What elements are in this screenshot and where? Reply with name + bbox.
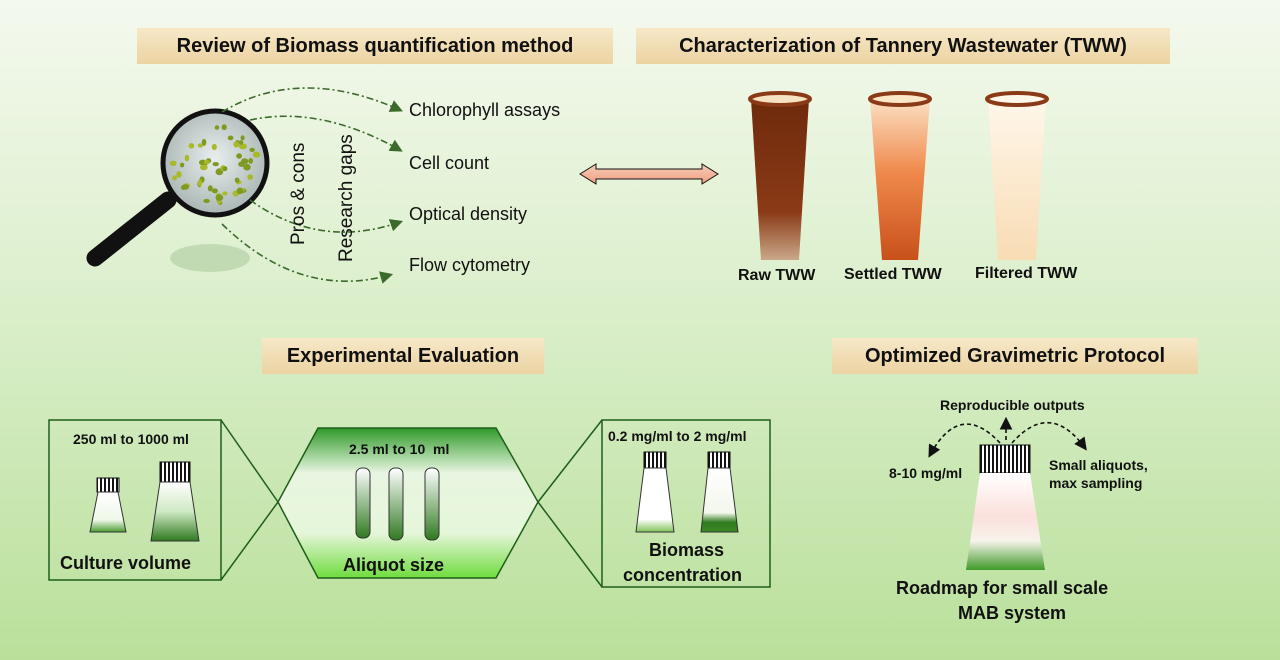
algae-dot	[203, 198, 210, 204]
algae-dot	[212, 162, 219, 167]
culture-volume-label: Culture volume	[60, 553, 192, 573]
arrow-left-curve	[928, 423, 1001, 458]
culture-volume-box	[48, 419, 222, 581]
algae-dot	[249, 147, 255, 152]
algae-dot	[180, 185, 186, 190]
algae-dot	[252, 151, 261, 158]
magnifier-icon	[86, 108, 270, 272]
max-sampling-label: max sampling	[1049, 475, 1143, 491]
algae-dot	[227, 135, 234, 141]
method-optical-density: Optical density	[409, 204, 528, 224]
low-biomass-flask-icon	[635, 451, 675, 533]
experimental-title: Experimental Evaluation	[262, 338, 544, 374]
arrow-cell-count	[249, 115, 403, 152]
reproducible-outputs-label: Reproducible outputs	[940, 397, 1085, 413]
research-gaps-label: Research gaps	[336, 134, 357, 262]
method-arrows	[221, 87, 404, 284]
concentration-label: concentration	[623, 565, 743, 585]
review-title: Review of Biomass quantification method	[137, 28, 613, 64]
arrow-optical-density	[249, 199, 404, 233]
raw-tww-label: Raw TWW	[738, 267, 816, 284]
algae-dot	[204, 160, 210, 165]
algae-dot	[234, 177, 240, 183]
algae-dot	[241, 158, 249, 165]
roadmap-label: Roadmap for small scale	[896, 578, 1109, 598]
mab-system-label: MAB system	[958, 603, 1067, 623]
aliquot-size-label: Aliquot size	[343, 555, 445, 575]
arrow-flow-cytometry	[221, 223, 394, 284]
concentration-target-label: 8-10 mg/ml	[889, 465, 963, 481]
settled-tww-cup	[868, 91, 932, 260]
aliquot-range: 2.5 ml to 10 ml	[349, 441, 450, 457]
method-cell-count: Cell count	[409, 153, 490, 173]
algae-dot	[207, 185, 213, 192]
algae-dot	[179, 162, 185, 168]
algae-dot	[169, 160, 177, 166]
pros-cons-label: Pros & cons	[288, 143, 309, 245]
algae-dot	[188, 143, 195, 149]
biomass-box	[601, 419, 771, 588]
algae-dot	[215, 194, 224, 202]
connector-lines	[220, 419, 603, 588]
algae-dot	[222, 191, 228, 196]
algae-dot	[221, 124, 227, 131]
algae-dot	[184, 154, 190, 162]
test-tubes-icon	[355, 467, 440, 541]
algae-dot	[238, 143, 247, 150]
algae-dot	[248, 157, 253, 164]
filtered-tww-cup	[985, 91, 1049, 260]
optimized-title: Optimized Gravimetric Protocol	[832, 338, 1198, 374]
algae-dot	[197, 179, 203, 187]
algae-dot	[211, 188, 218, 194]
optimized-flask-icon	[966, 444, 1045, 570]
biomass-label: Biomass	[649, 540, 725, 560]
high-biomass-flask-icon	[700, 451, 739, 533]
culture-range: 250 ml to 1000 ml	[73, 431, 189, 447]
algae-dot	[197, 143, 204, 148]
algae-dot	[201, 138, 207, 146]
algae-dot	[222, 166, 228, 172]
algae-dot	[236, 153, 243, 159]
algae-dot	[236, 187, 244, 195]
method-flow-cytometry: Flow cytometry	[409, 255, 531, 275]
algae-dot	[247, 174, 254, 180]
algae-dot	[176, 171, 182, 178]
algae-dot	[240, 135, 245, 141]
algae-dot	[233, 141, 240, 148]
biomass-range: 0.2 mg/ml to 2 mg/ml	[608, 428, 747, 444]
arrow-right-curve	[1011, 421, 1087, 451]
filtered-tww-label: Filtered TWW	[975, 265, 1078, 282]
raw-tww-cup	[748, 91, 812, 260]
double-arrow-icon	[579, 163, 719, 185]
small-aliquots-label: Small aliquots,	[1049, 457, 1148, 473]
aliquot-hexagon	[277, 427, 539, 579]
characterization-title: Characterization of Tannery Wastewater (…	[636, 28, 1170, 64]
algae-dot	[172, 175, 178, 181]
settled-tww-label: Settled TWW	[844, 266, 942, 283]
small-flask-icon	[89, 477, 127, 533]
algae-dot	[199, 164, 208, 171]
algae-dot	[243, 163, 251, 171]
algae-dot	[214, 125, 220, 130]
algae-dot	[238, 140, 244, 145]
large-flask-icon	[150, 461, 200, 542]
arrow-chlorophyll	[221, 87, 403, 113]
optimized-arrows	[928, 416, 1087, 458]
algae-dot	[211, 143, 217, 151]
method-chlorophyll: Chlorophyll assays	[409, 100, 561, 120]
